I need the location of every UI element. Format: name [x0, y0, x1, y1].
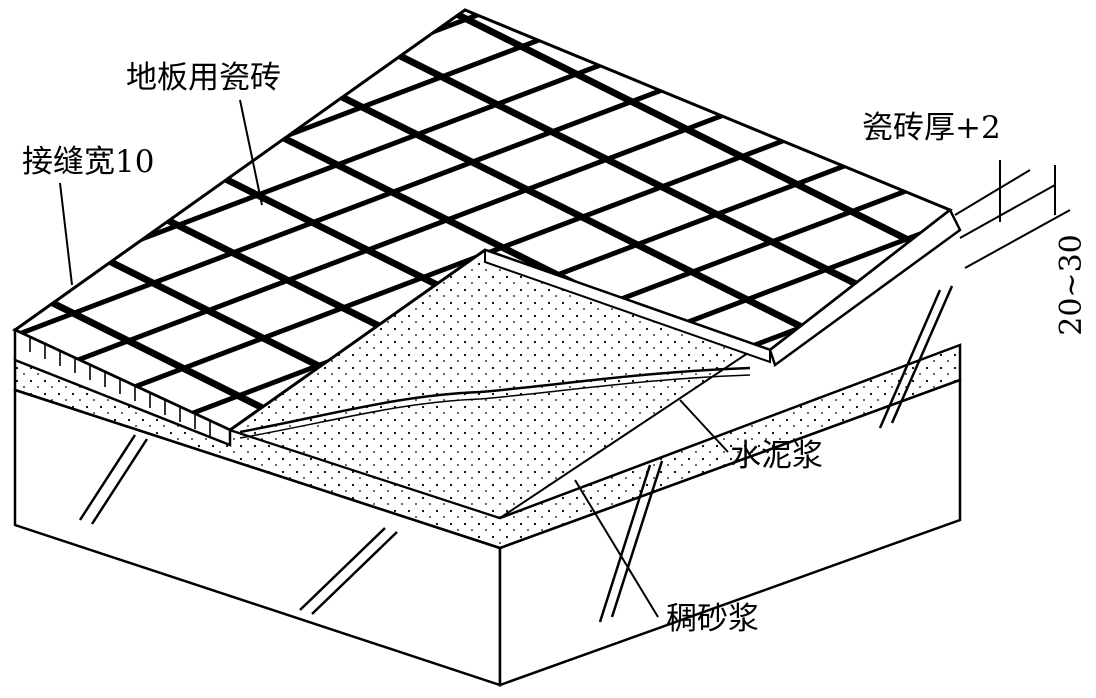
tile-edge-ticks — [29, 337, 211, 436]
tile-thickness-label: 瓷砖厚+2 — [862, 110, 1001, 146]
bed-thickness-label: 20~30 — [1054, 234, 1089, 336]
mortar-label: 稠砂浆 — [666, 601, 759, 637]
leader-lines — [59, 99, 1071, 618]
joint-width-label: 接缝宽10 — [22, 144, 155, 180]
floor-tile-label: 地板用瓷砖 — [126, 60, 281, 96]
tile-surface — [12, 8, 962, 447]
cement-slurry-label: 水泥浆 — [730, 438, 823, 474]
mortar-layer — [13, 248, 962, 550]
